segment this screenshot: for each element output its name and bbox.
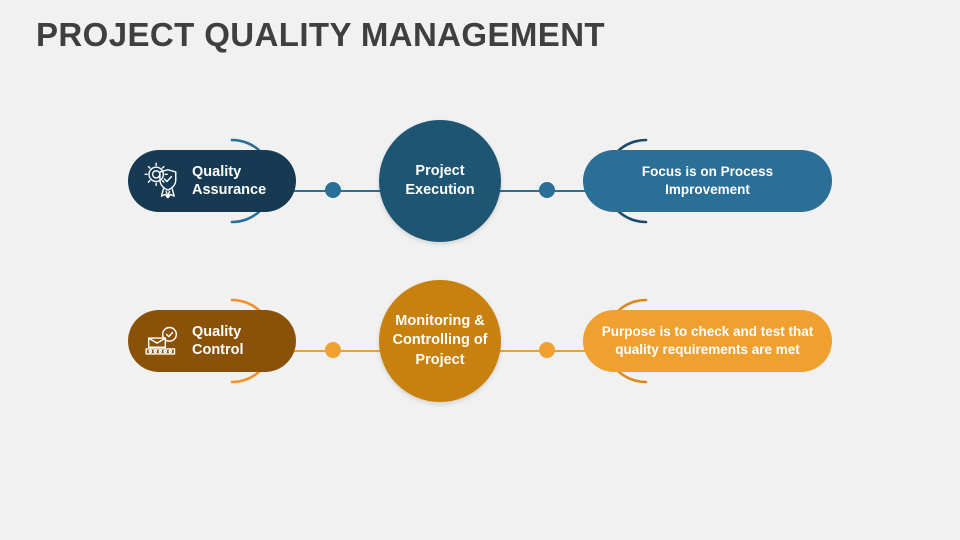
center-circle-monitoring-controlling[interactable]: Monitoring & Controlling of Project xyxy=(379,280,501,402)
label-pill-text: Quality Assurance xyxy=(192,163,267,198)
label-pill-quality-control[interactable]: Quality Control xyxy=(128,310,296,372)
connector-line-right-top xyxy=(494,189,619,192)
connector-line-right-bottom xyxy=(494,349,619,352)
page-title: PROJECT QUALITY MANAGEMENT xyxy=(36,16,605,53)
connector-line-left-top xyxy=(262,189,387,192)
statement-pill-quality-requirements[interactable]: Purpose is to check and test that qualit… xyxy=(583,310,832,372)
connector-dot-right-bottom xyxy=(539,342,555,358)
connector-dot-left-top xyxy=(325,182,341,198)
conveyor-box-check-icon xyxy=(145,326,178,355)
statement-pill-process-improvement[interactable]: Focus is on Process Improvement xyxy=(583,150,832,212)
label-pill-text: Quality Control xyxy=(192,323,244,358)
center-circle-project-execution[interactable]: Project Execution xyxy=(379,120,501,242)
row-quality-assurance: Quality Assurance Project Execution Focu… xyxy=(0,110,960,270)
connector-dot-left-bottom xyxy=(325,342,341,358)
label-pill-quality-assurance[interactable]: Quality Assurance xyxy=(128,150,296,212)
gear-shield-check-award-icon xyxy=(144,162,177,199)
connector-dot-right-top xyxy=(539,182,555,198)
row-quality-control: Quality Control Monitoring & Controlling… xyxy=(0,270,960,430)
connector-line-left-bottom xyxy=(262,349,387,352)
